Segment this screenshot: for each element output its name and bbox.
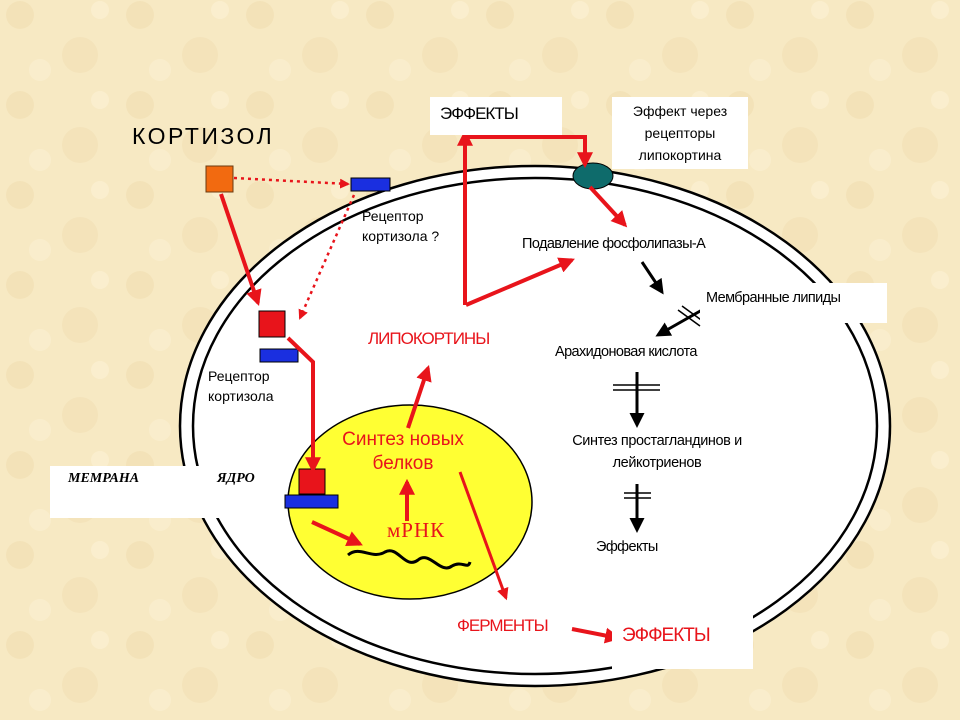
nuclear-receptor-red (298, 468, 326, 495)
membrane-lipids-box (700, 283, 887, 323)
enzymes-label: ФЕРМЕНТЫ (457, 616, 549, 635)
effects-top-label: ЭФФЕКТЫ (440, 104, 519, 123)
membrane-label: МЕМРАНА (68, 471, 140, 486)
receptor-question-label: Рецептор кортизола ? (362, 208, 440, 244)
effects-bottom-box (612, 613, 753, 669)
membrane-nucleus-box (50, 466, 268, 518)
effect-via-receptors-label: Эффект через рецепторы липокортина (632, 103, 728, 163)
arrow-synthesis-to-lipocortins (406, 364, 432, 429)
phospholipase-suppression-label: Подавление фосфолипазы-А (522, 236, 706, 252)
arachidonic-acid-label: Арахидоновая кислота (555, 344, 697, 360)
arrow-receptor-to-nucleus (286, 336, 321, 474)
cell-inner-membrane (191, 176, 879, 676)
effects-bottom-label: ЭФФЕКТЫ (622, 625, 711, 646)
effect-via-receptors-box (612, 97, 748, 169)
cytoplasm-receptor-red (258, 310, 286, 338)
membrane-receptor (350, 177, 391, 192)
dotted-arrow-to-membrane-receptor (233, 176, 350, 189)
effects-right-label: Эффекты (596, 539, 658, 555)
nucleus-label: ЯДРО (217, 471, 255, 486)
effects-top-box (430, 97, 562, 135)
lipocortin-receptor (572, 162, 614, 190)
arrow-receptor-to-suppression (588, 185, 628, 228)
arrow-suppression-to-lipids (640, 261, 664, 295)
mrna-strand (347, 549, 472, 570)
arrow-enzymes-to-effects (571, 627, 622, 644)
cortisol-molecule (205, 165, 234, 193)
arrow-effects-to-receptor (466, 135, 593, 169)
arrow-lipocortins-to-suppression (465, 257, 575, 307)
mrna-label: мРНК (387, 518, 446, 542)
block-mark-lipids (677, 309, 701, 327)
arrow-lipids-to-arachidonic (655, 308, 703, 337)
receptor-label: Рецептор кортизола (208, 368, 274, 404)
lipocortins-label: ЛИПОКОРТИНЫ (368, 329, 490, 348)
arrow-cortisol-to-receptor (219, 193, 262, 307)
cytoplasm-receptor-blue (259, 348, 299, 363)
prostaglandin-synthesis-label: Синтез простагландинов и лейкотриенов (572, 433, 742, 471)
nuclear-receptor-blue (284, 494, 339, 509)
dotted-arrow-to-cytoplasm-receptor (298, 194, 356, 320)
arrow-synthesis-to-enzymes (458, 471, 509, 601)
membrane-lipids-label: Мембранные липиды (706, 290, 841, 306)
arrow-to-mrna (311, 520, 363, 546)
protein-synthesis-label: Синтез новых белков (342, 429, 464, 474)
cortisol-label: КОРТИЗОЛ (132, 123, 275, 149)
